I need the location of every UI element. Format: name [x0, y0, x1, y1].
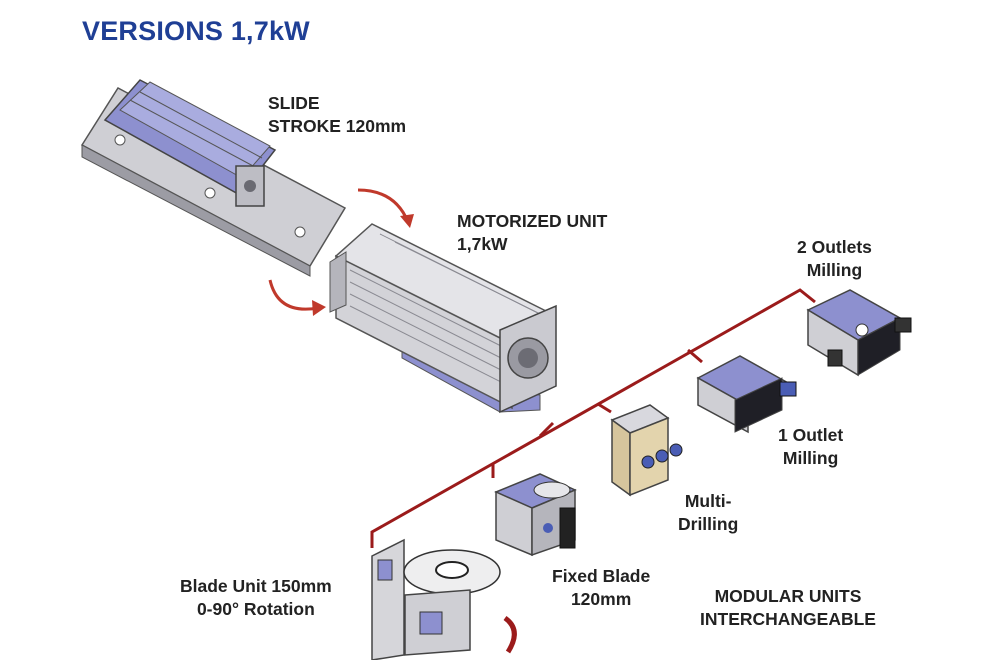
fixed-blade-label: Fixed Blade 120mm — [552, 566, 651, 609]
blade-unit-image — [371, 538, 517, 660]
two-outlets-milling-image — [806, 289, 912, 377]
blade-unit-label: Blade Unit 150mm 0-90° Rotation — [180, 576, 332, 619]
one-outlet-milling-label: 1 Outlet Milling — [778, 425, 844, 468]
fixed-blade-image — [494, 473, 577, 557]
two-outlets-milling-label: 2 Outlets Milling — [797, 237, 872, 280]
slide-unit-image — [80, 79, 347, 277]
multi-drilling-label: Multi- Drilling — [678, 491, 739, 534]
slide-label: SLIDE STROKE 120mm — [268, 93, 407, 136]
connector-tree — [370, 288, 816, 548]
motorized-unit-image — [329, 223, 557, 414]
multi-drilling-image — [610, 404, 683, 497]
assembly-arrows — [268, 188, 414, 316]
one-outlet-milling-image — [696, 355, 797, 434]
page-title: VERSIONS 1,7kW — [82, 16, 310, 46]
modular-units-label: MODULAR UNITS INTERCHANGEABLE — [700, 586, 876, 629]
motorized-unit-label: MOTORIZED UNIT 1,7kW — [457, 211, 608, 254]
